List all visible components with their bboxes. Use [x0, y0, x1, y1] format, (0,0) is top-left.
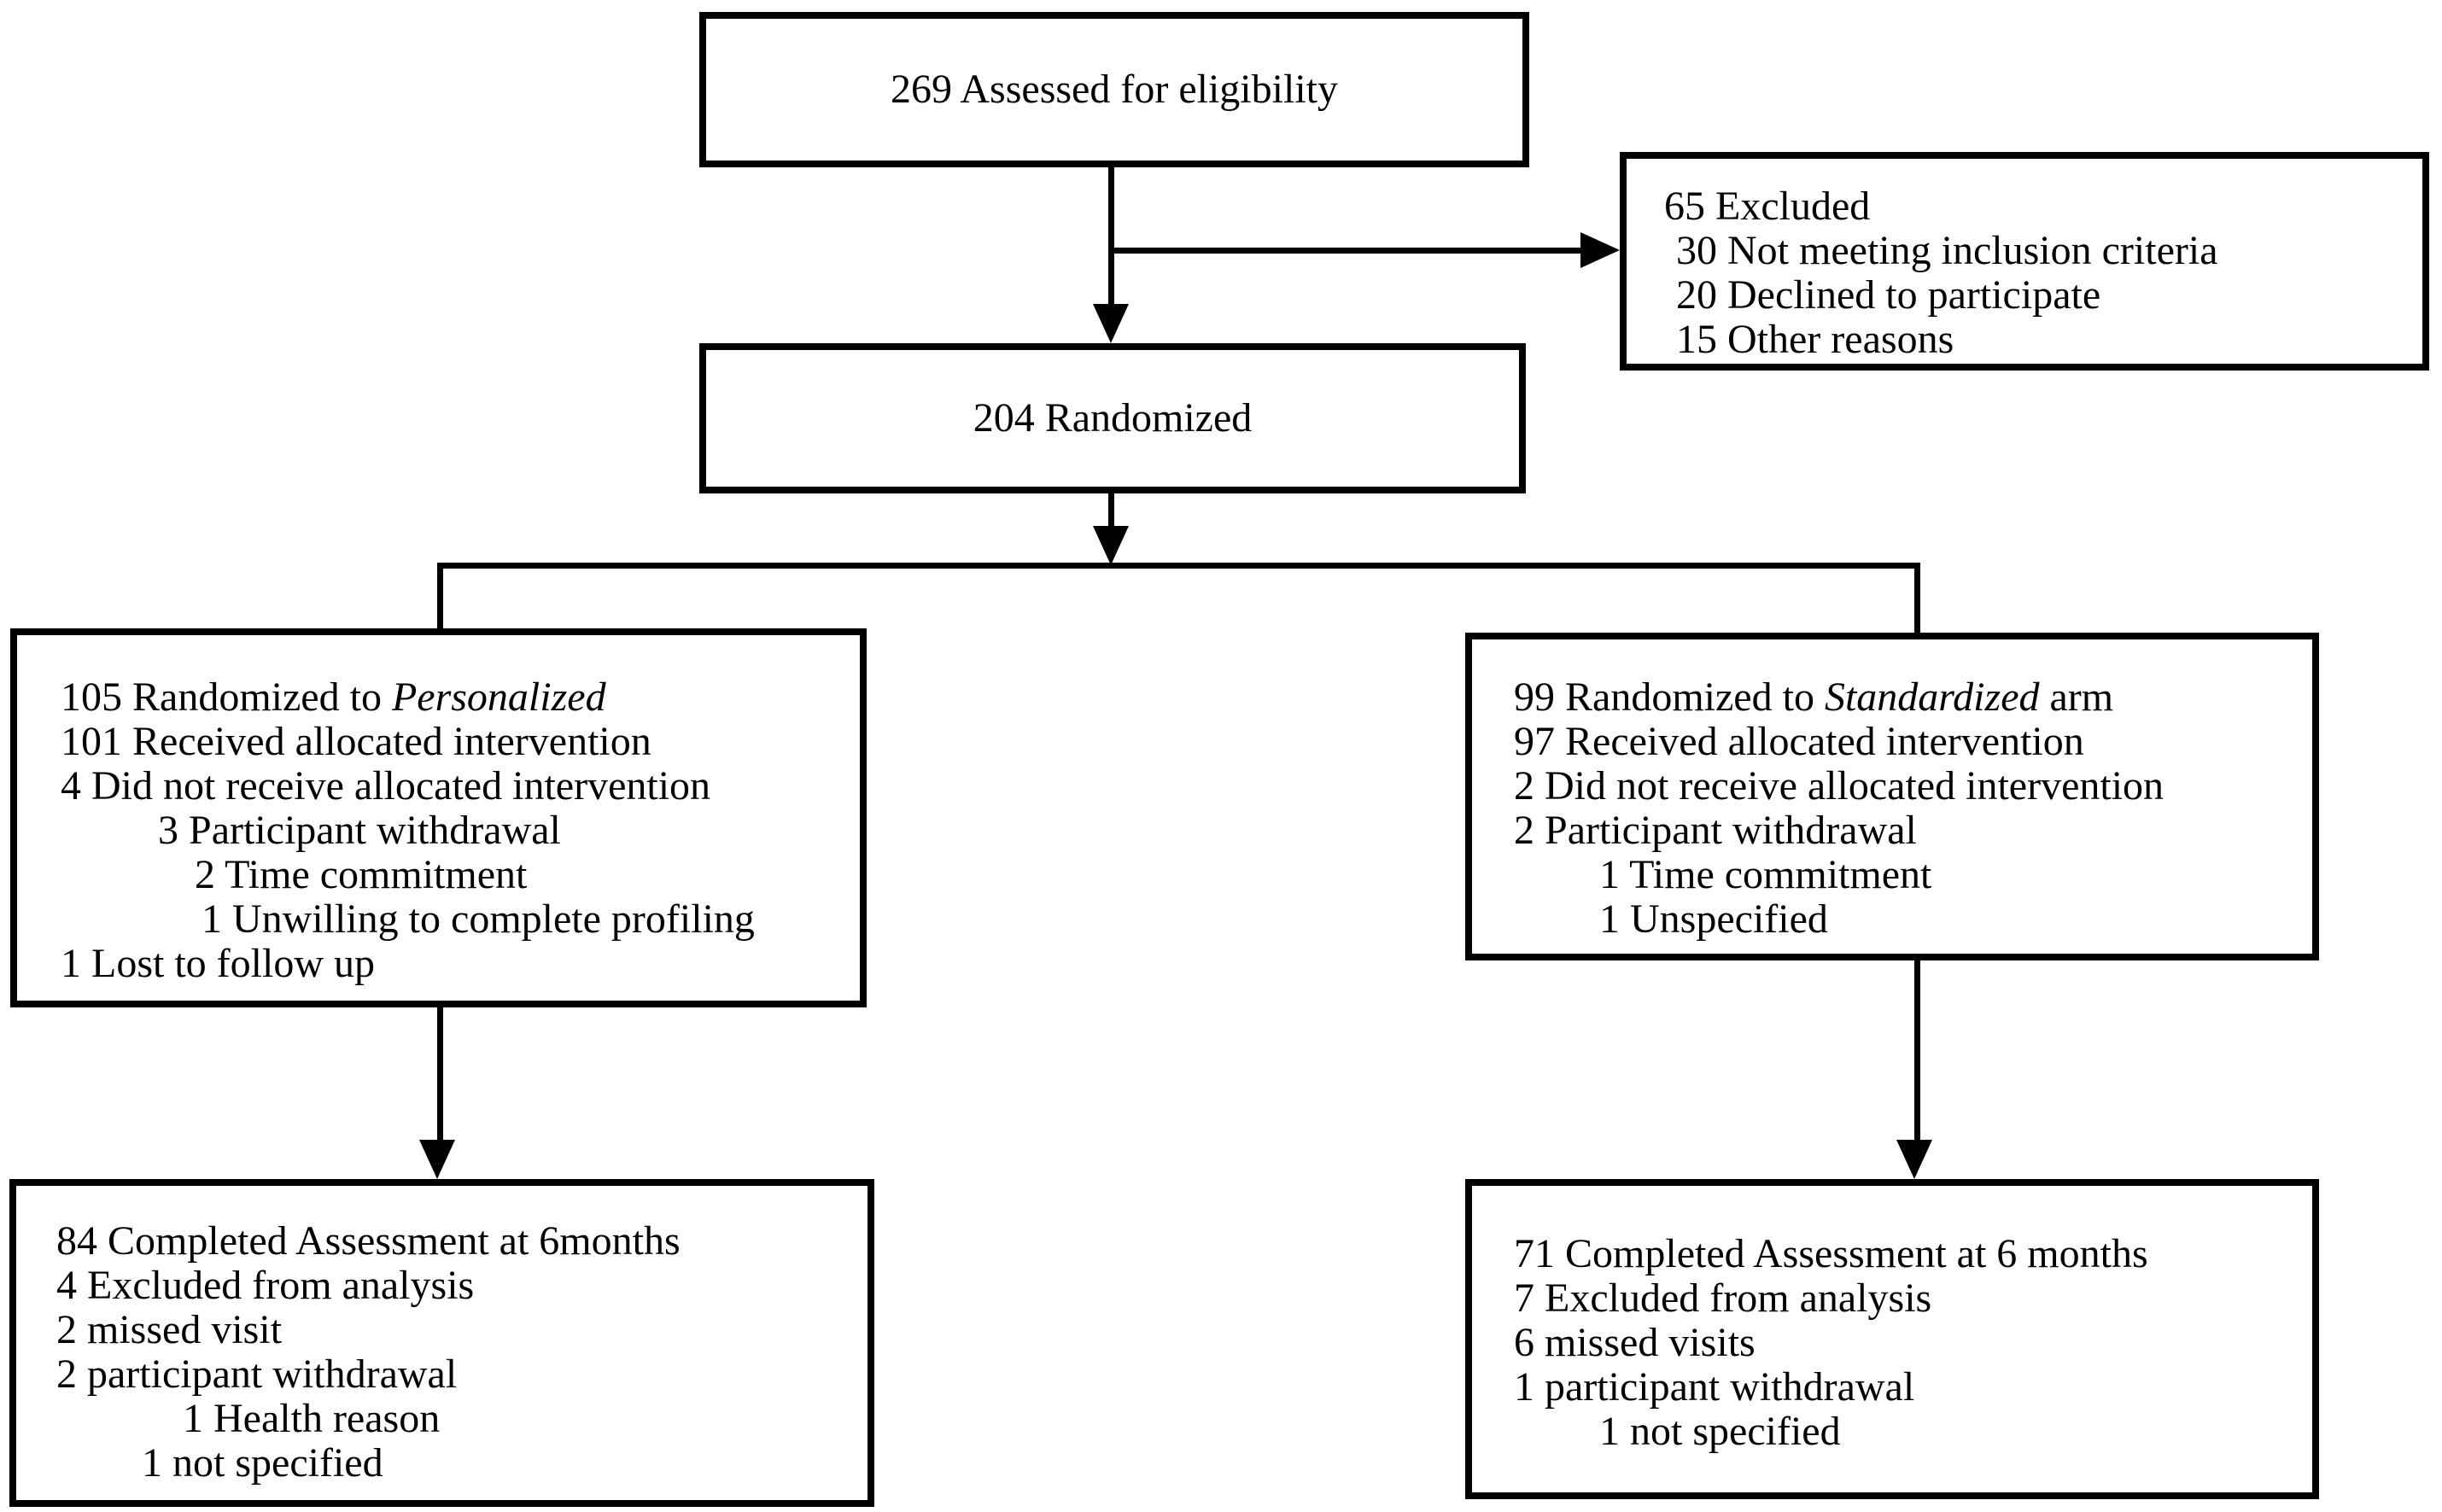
box-line: 1 Health reason — [183, 1397, 859, 1441]
line-text: 2 Did not receive allocated intervention — [1514, 763, 2164, 809]
line-text: 204 Randomized — [973, 395, 1253, 441]
line-text: 4 Did not receive allocated intervention — [61, 763, 711, 809]
arrowhead-down-icon — [1093, 526, 1129, 565]
box-line: 1 participant withdrawal — [1514, 1365, 2304, 1410]
flow-box-randomized: 204 Randomized — [699, 343, 1526, 493]
box-line: 4 Excluded from analysis — [56, 1264, 859, 1308]
box-line: 20 Declined to participate — [1676, 273, 2414, 318]
line-text: 20 Declined to participate — [1676, 272, 2101, 318]
box-line: 6 missed visits — [1514, 1321, 2304, 1365]
line-text: 2 Participant withdrawal — [1514, 808, 1917, 853]
arrowhead-down-icon — [419, 1140, 455, 1179]
box-line: 15 Other reasons — [1676, 318, 2414, 362]
connector-to-excluded — [1111, 248, 1580, 254]
line-text: 1 participant withdrawal — [1514, 1364, 1915, 1410]
line-text: 97 Received allocated intervention — [1514, 719, 2084, 764]
box-line: 65 Excluded — [1664, 184, 2414, 229]
line-text: 1 Unwilling to complete profiling — [202, 896, 755, 942]
line-text: 99 Randomized to — [1514, 674, 1825, 720]
line-text: 71 Completed Assessment at 6 months — [1514, 1231, 2148, 1276]
arrowhead-right-icon — [1580, 232, 1620, 268]
line-text: 1 Time commitment — [1599, 852, 1932, 897]
line-text: 84 Completed Assessment at 6months — [56, 1218, 681, 1264]
flow-box-assessed-for-eligibility: 269 Assessed for eligibility — [699, 12, 1529, 167]
line-text: 1 Lost to follow up — [61, 941, 375, 986]
line-text: arm — [2039, 674, 2114, 720]
box-line: 99 Randomized to Standardized arm — [1514, 675, 2304, 720]
box-line: 84 Completed Assessment at 6months — [56, 1219, 859, 1264]
box-line: 71 Completed Assessment at 6 months — [1514, 1232, 2304, 1276]
arrowhead-down-icon — [1093, 304, 1129, 343]
line-text: 2 Time commitment — [195, 852, 528, 897]
arrowhead-down-icon — [1896, 1140, 1932, 1179]
arm-name-italic: Standardized — [1824, 674, 2040, 720]
connector-randomized-to-split — [1108, 493, 1114, 526]
box-line: 2 participant withdrawal — [56, 1352, 859, 1397]
line-text: 1 not specified — [142, 1440, 383, 1486]
box-line: 105 Randomized to Personalized — [61, 675, 851, 720]
connector-standardized-to-outcome — [1914, 960, 1920, 1140]
box-line: 2 Time commitment — [195, 853, 851, 897]
line-text: 4 Excluded from analysis — [56, 1263, 475, 1308]
line-text: 30 Not meeting inclusion criteria — [1676, 228, 2218, 273]
line-text: 1 Unspecified — [1599, 896, 1828, 942]
box-line: 3 Participant withdrawal — [158, 809, 851, 853]
connector-eligibility-to-randomized — [1108, 167, 1114, 304]
box-line: 1 Unspecified — [1599, 897, 2304, 942]
box-line: 1 Lost to follow up — [61, 942, 851, 986]
box-line: 1 not specified — [142, 1441, 859, 1486]
box-line: 2 missed visit — [56, 1308, 859, 1352]
line-text: 2 missed visit — [56, 1307, 283, 1352]
line-text: 1 Health reason — [183, 1396, 441, 1441]
box-line: 1 Unwilling to complete profiling — [202, 897, 851, 942]
box-line: 2 Did not receive allocated intervention — [1514, 764, 2304, 809]
box-line: 7 Excluded from analysis — [1514, 1276, 2304, 1321]
connector-personalized-to-outcome — [437, 1007, 443, 1140]
line-text: 1 not specified — [1599, 1409, 1841, 1454]
box-line: 30 Not meeting inclusion criteria — [1676, 229, 2414, 273]
connector-split-to-personalized — [437, 565, 443, 628]
line-text: 269 Assessed for eligibility — [891, 67, 1338, 112]
line-text: 15 Other reasons — [1676, 317, 1954, 362]
box-line: 1 not specified — [1599, 1410, 2304, 1454]
line-text: 6 missed visits — [1514, 1320, 1756, 1365]
connector-split-to-standardized — [1914, 565, 1920, 633]
line-text: 101 Received allocated intervention — [61, 719, 651, 764]
line-text: 7 Excluded from analysis — [1514, 1276, 1932, 1321]
line-text: 3 Participant withdrawal — [158, 808, 561, 853]
box-line: 1 Time commitment — [1599, 853, 2304, 897]
line-text: 65 Excluded — [1664, 184, 1871, 229]
box-line: 4 Did not receive allocated intervention — [61, 764, 851, 809]
line-text: 2 participant withdrawal — [56, 1351, 458, 1397]
box-line: 2 Participant withdrawal — [1514, 809, 2304, 853]
arm-name-italic: Personalized — [391, 674, 606, 720]
box-line: 204 Randomized — [973, 396, 1253, 441]
connector-split-line — [437, 563, 1920, 569]
box-line: 101 Received allocated intervention — [61, 720, 851, 764]
box-line: 269 Assessed for eligibility — [891, 67, 1338, 112]
box-line: 97 Received allocated intervention — [1514, 720, 2304, 764]
line-text: 105 Randomized to — [61, 674, 392, 720]
